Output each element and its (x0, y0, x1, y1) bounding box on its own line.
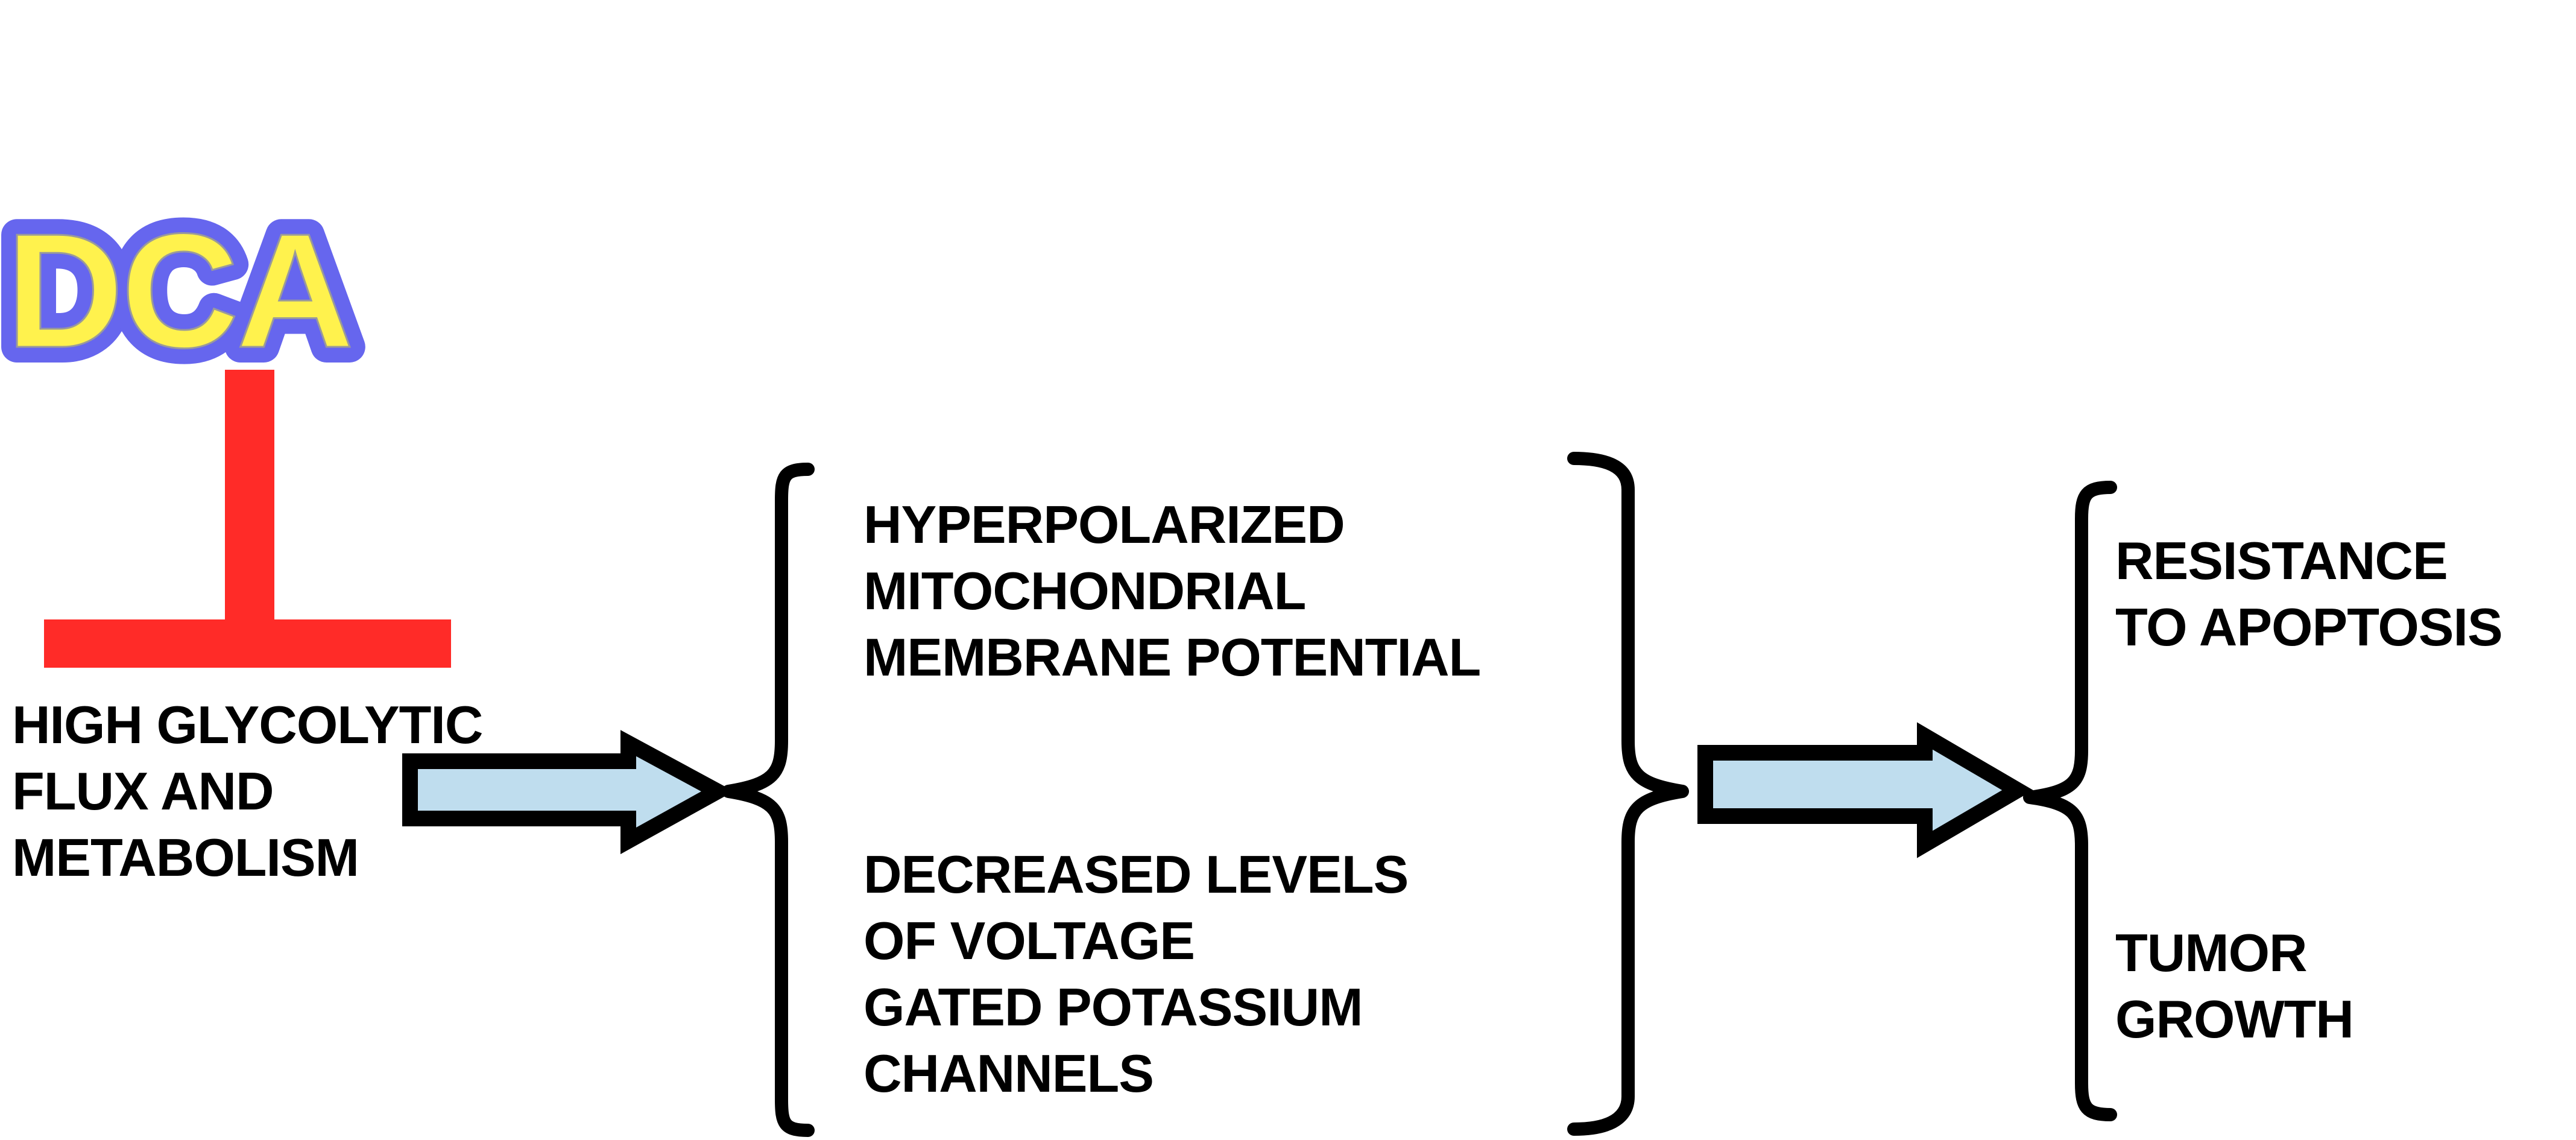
middle-item-2-line-3: GATED POTASSIUM (863, 977, 1363, 1037)
outcome-item-1-line-2: TO APOPTOSIS (2115, 597, 2502, 657)
inhibition-crossbar (44, 619, 451, 668)
middle-item-1-line-3: MEMBRANE POTENTIAL (863, 627, 1480, 687)
arrow-source-to-middle (402, 730, 734, 855)
outcome-item-1-line-1: RESISTANCE (2115, 531, 2448, 591)
source-line-3: METABOLISM (12, 828, 359, 887)
middle-item-2-text: DECREASED LEVELS OF VOLTAGE GATED POTASS… (863, 844, 1409, 1103)
arrow-middle-to-outcome (1697, 722, 2033, 858)
inhibition-tee-icon (44, 370, 451, 668)
brace-left-middle-icon (722, 463, 815, 1137)
dca-wordart-outline: DCA (6, 200, 352, 382)
brace-left-outcome-icon (2023, 481, 2117, 1121)
outcome-group-left-brace (2023, 481, 2117, 1121)
arrow-2-shape (1697, 722, 2033, 858)
source-line-1: HIGH GLYCOLYTIC (12, 695, 482, 755)
arrow-1-shape (402, 730, 734, 855)
outcome-item-2-line-2: GROWTH (2115, 989, 2353, 1049)
middle-item-2-line-1: DECREASED LEVELS (863, 844, 1408, 904)
outcome-item-2-line-1: TUMOR (2115, 923, 2307, 983)
outcome-item-2-text: TUMOR GROWTH (2115, 923, 2354, 1049)
middle-item-1-text: HYPERPOLARIZED MITOCHONDRIAL MEMBRANE PO… (863, 495, 1481, 687)
source-node-text: HIGH GLYCOLYTIC FLUX AND METABOLISM (12, 695, 483, 887)
dca-wordart-fill: DCA (6, 200, 352, 382)
middle-group-right-brace (1567, 452, 1689, 1136)
outcome-item-1-text: RESISTANCE TO APOPTOSIS (2115, 531, 2503, 657)
middle-item-1-line-1: HYPERPOLARIZED (863, 495, 1345, 554)
dca-wordart: DCA DCA (0, 185, 370, 397)
middle-item-2-line-2: OF VOLTAGE (863, 911, 1195, 971)
source-line-2: FLUX AND (12, 761, 274, 821)
middle-item-1-line-2: MITOCHONDRIAL (863, 561, 1305, 621)
inhibition-stem (225, 370, 274, 623)
middle-group-left-brace (722, 463, 815, 1137)
brace-right-middle-icon (1567, 452, 1689, 1136)
middle-item-2-line-4: CHANNELS (863, 1043, 1154, 1103)
